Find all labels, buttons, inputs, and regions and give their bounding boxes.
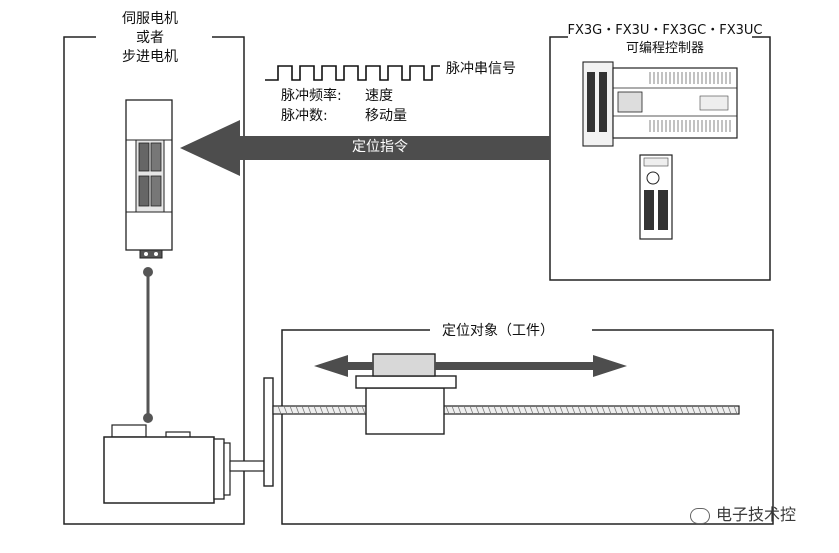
servo-title-line1: 伺服电机 (122, 11, 178, 27)
cable-bottom-connector (143, 413, 153, 423)
plc-group-frame (549, 36, 771, 281)
servo-title: 伺服电机 或者 步进电机 (100, 10, 200, 67)
servo-title-line3: 步进电机 (122, 49, 178, 65)
pulse-count-label: 脉冲数: (281, 108, 328, 124)
workpiece-title: 定位对象（工件） (436, 322, 560, 340)
plc-expansion-module (639, 154, 673, 240)
pulse-info: 脉冲频率: 速度 脉冲数: 移动量 (281, 86, 407, 126)
movement-arrow (314, 355, 627, 377)
cable-top-connector (143, 267, 153, 277)
servo-motor (103, 424, 265, 504)
pulse-count-value: 移动量 (365, 108, 407, 124)
plc-name: 可编程控制器 (625, 41, 704, 56)
wechat-icon (690, 507, 710, 524)
pulse-freq-label: 脉冲频率: (281, 88, 342, 104)
plc-models: FX3G・FX3U・FX3GC・FX3UC (567, 23, 763, 38)
coupling-disc (263, 377, 274, 487)
servo-amplifier (125, 99, 173, 259)
pulse-freq-value: 速度 (365, 88, 393, 104)
plc-title: FX3G・FX3U・FX3GC・FX3UC 可编程控制器 (560, 22, 770, 58)
plc-main-unit (582, 61, 738, 147)
pulse-signal-label: 脉冲串信号 (446, 61, 516, 77)
positioning-command-arrow (180, 120, 550, 176)
workpiece-frame (281, 329, 774, 525)
watermark: 电子技术控 (690, 506, 796, 524)
servo-group-frame (63, 36, 245, 525)
pulse-train-waveform (265, 65, 440, 81)
positioning-command-label: 定位指令 (352, 139, 408, 155)
worktable (355, 353, 457, 435)
watermark-text: 电子技术控 (716, 505, 797, 524)
servo-title-line2: 或者 (136, 30, 164, 46)
